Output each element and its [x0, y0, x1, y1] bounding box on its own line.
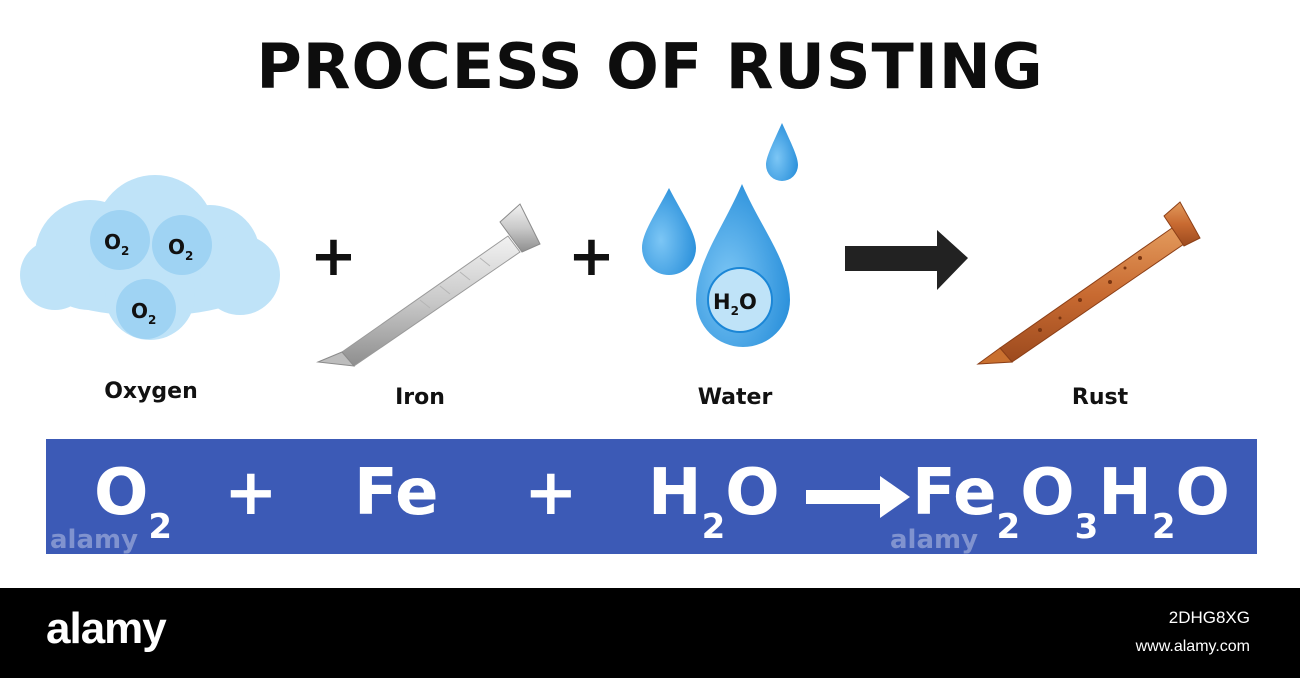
equation-o2: O2	[94, 461, 172, 525]
medium-drop-icon	[642, 188, 696, 275]
equation-product: Fe2O3H2O	[912, 461, 1230, 525]
reaction-arrow-icon	[845, 230, 968, 290]
small-drop-icon-1	[766, 123, 798, 181]
alamy-logo: alamy	[46, 604, 166, 654]
equation-plus-2: +	[524, 461, 578, 525]
equation-h2o: H2O	[648, 461, 780, 525]
equation-fe: Fe	[354, 461, 439, 525]
plus-sign-2: +	[568, 224, 615, 289]
water-drop-icon	[696, 184, 790, 347]
rusty-nail-icon	[978, 202, 1200, 364]
equation-arrow-icon	[806, 472, 910, 522]
site-url: www.alamy.com	[1136, 638, 1250, 656]
watermark-footer: alamy 2DHG8XG www.alamy.com	[0, 588, 1300, 678]
iron-label: Iron	[320, 385, 520, 410]
reaction-illustration: O2 O2 O2 + + H2O	[0, 0, 1300, 440]
rust-label: Rust	[1000, 385, 1200, 410]
plus-sign-1: +	[310, 224, 357, 289]
equation-band: alamy alamy O2 + Fe + H2O Fe2O3H2O	[46, 439, 1257, 554]
water-label: Water	[635, 385, 835, 410]
oxygen-label: Oxygen	[51, 379, 251, 404]
equation-plus-1: +	[224, 461, 278, 525]
image-id: 2DHG8XG	[1169, 608, 1250, 628]
